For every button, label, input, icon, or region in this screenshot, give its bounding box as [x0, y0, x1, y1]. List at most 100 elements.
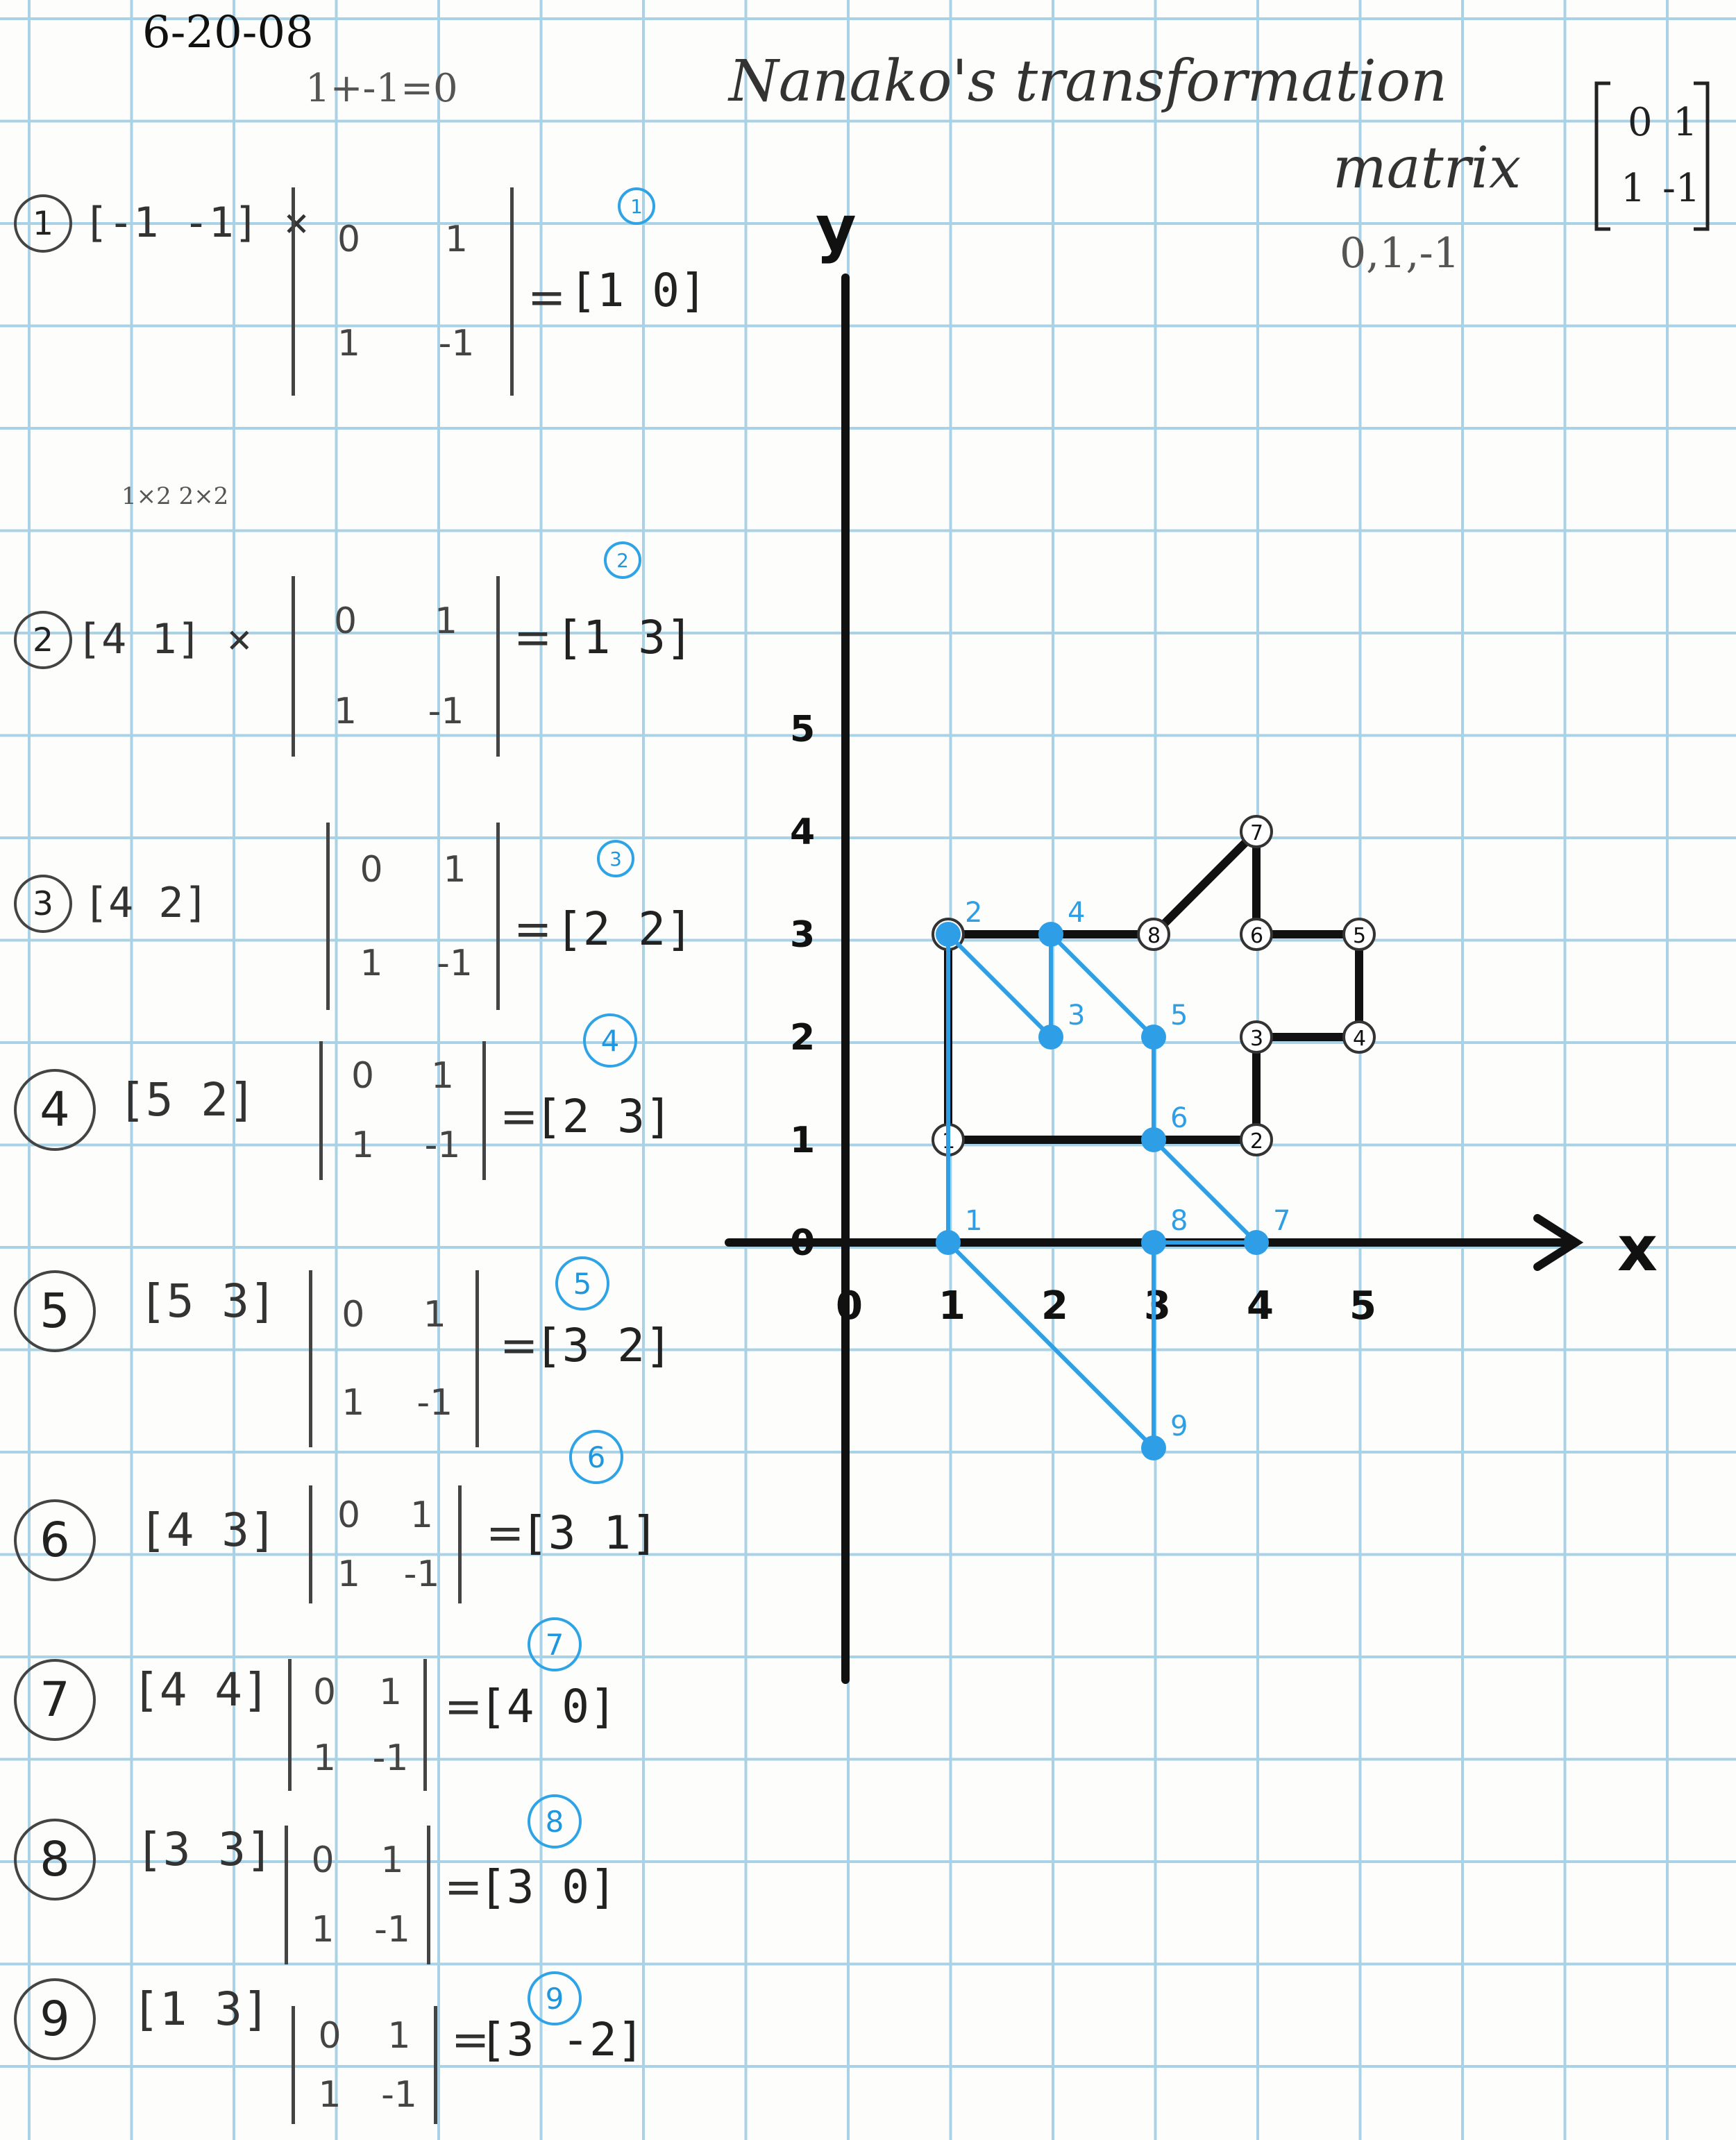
image-point: [936, 922, 961, 947]
matrix-cell: -1: [428, 691, 464, 732]
date: 6-20-08: [142, 7, 314, 58]
result-vector: [2 3]: [534, 1090, 673, 1143]
equals-sign: =: [528, 271, 566, 324]
matrix-cell: -1: [374, 1909, 410, 1951]
title-matrix-cell: 0: [1628, 100, 1653, 145]
matrix-cell: 0: [342, 1293, 365, 1336]
blue-step-label: 3: [597, 840, 634, 877]
y-axis-label: y: [816, 192, 857, 265]
image-point: [1141, 1025, 1166, 1050]
matrix-cell: -1: [381, 2073, 417, 2116]
result-vector: [3 2]: [534, 1319, 673, 1372]
matrix-cell: 1: [378, 1671, 403, 1713]
equals-sign: =: [451, 2013, 490, 2066]
matrix-cell: 0: [311, 1839, 335, 1881]
blue-step-label: 1: [618, 187, 655, 225]
title-matrix-cell: -1: [1662, 166, 1701, 211]
y-tick-label: 2: [790, 1017, 815, 1059]
y-tick-label: 5: [790, 709, 815, 750]
original-point-label: 7: [1250, 821, 1263, 845]
result-vector: [1 3]: [555, 611, 693, 664]
matrix-cell: 1: [423, 1293, 446, 1336]
equals-sign: =: [444, 1680, 483, 1733]
image-point-label: 6: [1170, 1102, 1188, 1134]
x-axis-arrowhead: [1533, 1214, 1584, 1271]
image-point: [1141, 1435, 1166, 1460]
input-vector: [4 4]: [132, 1663, 270, 1717]
original-point-label: 6: [1250, 924, 1263, 948]
original-point: [1240, 815, 1273, 848]
title-matrix-cell: 1: [1621, 166, 1646, 211]
dimensions-note: 1×2 2×2: [121, 482, 229, 510]
matrix-cell: 0: [337, 1494, 361, 1536]
matrix-cell: 1: [351, 1124, 375, 1166]
image-point: [1038, 1025, 1063, 1050]
matrix-cell: 1: [410, 1494, 434, 1536]
matrix-values-note: 0,1,-1: [1340, 229, 1460, 278]
matrix-cell: 1: [333, 691, 357, 732]
step-number-circle: 8: [14, 1819, 96, 1901]
input-vector: [1 3]: [132, 1982, 270, 2036]
matrix-cell: 1: [434, 600, 458, 642]
blue-step-label: 8: [528, 1794, 582, 1848]
title-matrix-cell: 1: [1673, 100, 1698, 145]
image-point-label: 3: [1068, 1000, 1085, 1031]
step-number-circle: 7: [14, 1659, 96, 1741]
matrix-cell: 1: [443, 848, 466, 891]
transformation-matrix: 0 1 1 -1: [292, 576, 500, 757]
original-point: [1137, 918, 1170, 951]
check-note: 1+-1=0: [305, 66, 458, 111]
input-vector: [5 2]: [118, 1073, 256, 1127]
blue-step-label: 7: [528, 1617, 582, 1671]
matrix-cell: 1: [430, 1055, 455, 1097]
matrix-cell: 1: [337, 1553, 361, 1595]
image-point-label: 4: [1068, 897, 1085, 929]
image-point-label: 7: [1273, 1205, 1290, 1237]
y-tick-label: 4: [790, 811, 815, 853]
equals-sign: =: [500, 1090, 539, 1143]
x-tick-label: 5: [1349, 1283, 1376, 1329]
step-number-circle: 6: [14, 1499, 96, 1581]
matrix-cell: 0: [360, 848, 383, 891]
original-point: [1240, 1020, 1273, 1054]
x-tick-label: 0: [836, 1283, 863, 1329]
matrix-cell: 1: [318, 2073, 342, 2116]
x-axis-label: x: [1617, 1213, 1658, 1286]
original-point-label: 2: [1250, 1129, 1263, 1154]
step-number-circle: 2: [14, 611, 72, 669]
result-vector: [4 0]: [479, 1680, 617, 1733]
y-tick-label: 3: [790, 914, 815, 956]
x-tick-label: 2: [1041, 1283, 1068, 1329]
step-number-circle: 4: [14, 1069, 96, 1151]
matrix-cell: -1: [424, 1124, 461, 1166]
blue-step-label: 5: [555, 1256, 609, 1311]
y-tick-label: 0: [790, 1222, 815, 1264]
matrix-cell: 0: [318, 2014, 342, 2057]
title-matrix-word: matrix: [1333, 135, 1522, 201]
matrix-cell: 1: [444, 219, 469, 260]
input-vector: [4 3]: [139, 1503, 277, 1557]
matrix-cell: 1: [360, 942, 383, 984]
equals-sign: =: [514, 902, 553, 956]
result-vector: [1 0]: [569, 264, 707, 317]
matrix-cell: -1: [437, 942, 473, 984]
image-point-label: 5: [1170, 1000, 1188, 1031]
image-point-label: 8: [1170, 1205, 1188, 1237]
image-point-label: 1: [965, 1205, 982, 1237]
matrix-cell: 1: [342, 1382, 365, 1424]
x-tick-label: 3: [1144, 1283, 1171, 1329]
matrix-cell: -1: [372, 1737, 409, 1779]
transformation-matrix: 0 1 1 -1: [319, 1041, 486, 1180]
matrix-cell: 0: [351, 1055, 375, 1097]
result-vector: [2 2]: [555, 902, 693, 956]
matrix-cell: 0: [333, 600, 357, 642]
original-point-label: 8: [1147, 924, 1161, 948]
input-vector: [-1 -1] ×: [83, 199, 310, 247]
step-number-circle: 5: [14, 1270, 96, 1352]
